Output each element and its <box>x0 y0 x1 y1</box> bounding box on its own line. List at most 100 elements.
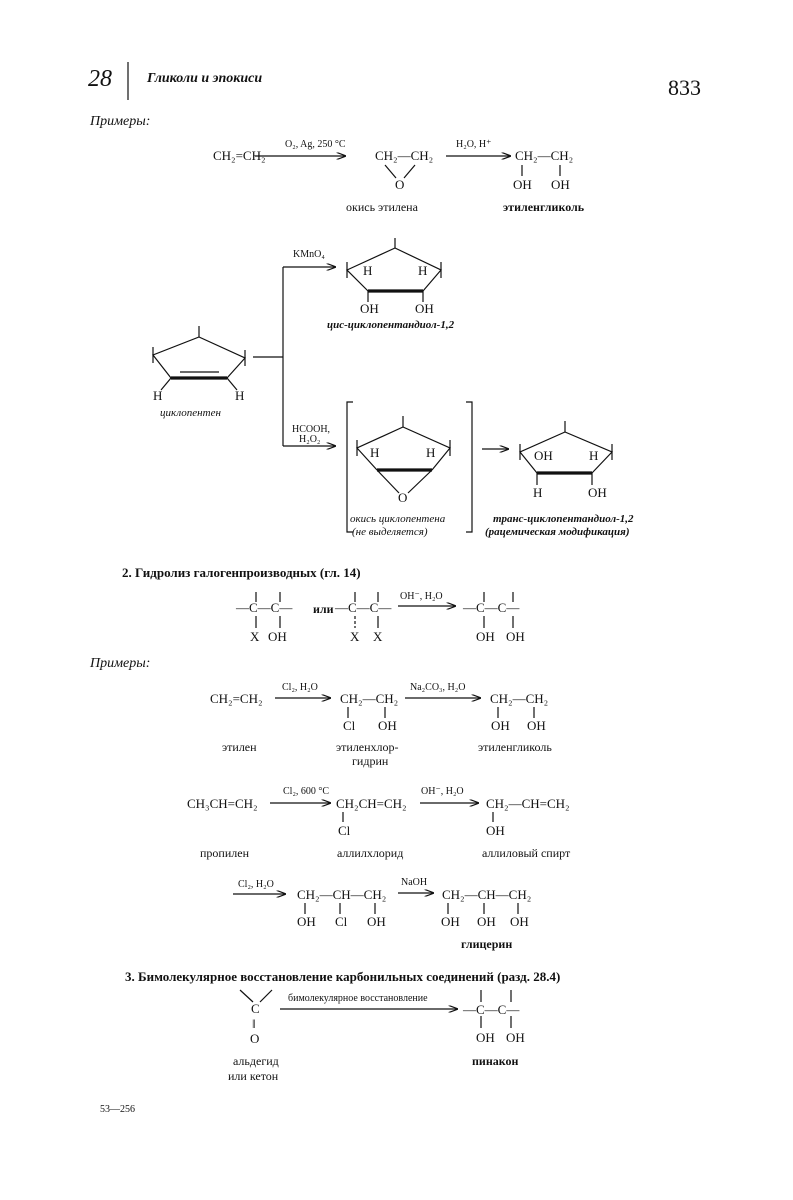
condition-label: NaOH <box>401 877 428 888</box>
formula: CH₂—CH₂ <box>490 691 549 706</box>
compound-name: аллиловый спирт <box>482 846 571 860</box>
condition-label: KMnO₄ <box>293 249 325 260</box>
condition-label: HCOOH, <box>292 424 331 435</box>
compound-name: или кетон <box>228 1069 279 1083</box>
page-number: 833 <box>668 75 701 100</box>
epoxide-bond <box>376 469 400 494</box>
condition-label: OH⁻, H₂O <box>400 591 443 602</box>
compound-name: окись этилена <box>346 200 418 214</box>
atom-label: H <box>418 263 428 278</box>
atom-label: OH <box>527 718 546 733</box>
compound-name: этиленгликоль <box>503 200 585 214</box>
formula: CH₂—CH—CH₂ <box>297 887 387 902</box>
condition-label: Cl₂, H₂O <box>238 879 274 890</box>
formula: O <box>395 177 405 192</box>
formula: —C—C— <box>463 600 520 615</box>
formula: CH₂CH=CH₂ <box>336 796 407 811</box>
compound-name: окись циклопентена <box>350 513 446 525</box>
epoxide-bond <box>403 164 416 179</box>
compound-name: транс-циклопентандиол-1,2 <box>493 513 634 525</box>
compound-name: аллилхлорид <box>337 846 404 860</box>
compound-name: альдегид <box>233 1054 279 1068</box>
atom-label: OH <box>510 914 529 929</box>
atom-label: C <box>251 1001 260 1016</box>
chapter-number: 28 <box>88 66 112 92</box>
compound-name: гидрин <box>352 754 389 768</box>
bracket-left <box>346 401 353 533</box>
compound-name: пропилен <box>200 846 250 860</box>
compound-note: (не выделяется) <box>352 526 428 538</box>
compound-name: этилен <box>222 740 257 754</box>
compound-name: этиленгликоль <box>478 740 552 754</box>
formula: —C—C— <box>236 600 293 615</box>
compound-name: пинакон <box>472 1054 519 1068</box>
compound-name: цис-циклопентандиол-1,2 <box>327 319 455 331</box>
condition-label: O₂, Ag, 250 °C <box>285 139 346 150</box>
atom-label: OH <box>268 629 287 644</box>
condition-label: бимолекулярное восстановление <box>288 993 428 1004</box>
atom-label: H <box>153 388 163 403</box>
atom-label: OH <box>506 1030 525 1045</box>
atom-label: Cl <box>335 914 348 929</box>
atom-label: OH <box>378 718 397 733</box>
atom-label: OH <box>360 301 379 316</box>
formula: CH₂—CH=CH₂ <box>486 796 570 811</box>
atom-label: H <box>589 448 599 463</box>
atom-label: OH <box>297 914 316 929</box>
compound-note: (рацемическая модификация) <box>485 526 630 538</box>
condition-label: Na₂CO₃, H₂O <box>410 682 466 693</box>
atom-label: H <box>426 445 436 460</box>
examples-label: Примеры: <box>90 656 151 671</box>
compound-name: глицерин <box>461 937 513 951</box>
bond <box>259 989 273 1003</box>
bond <box>226 377 238 391</box>
conjunction: или <box>313 602 334 616</box>
atom-label: OH <box>476 629 495 644</box>
compound-name: этиленхлор- <box>336 740 399 754</box>
atom-label: O <box>250 1031 260 1046</box>
atom-label: OH <box>588 485 607 500</box>
atom-label: H <box>533 485 543 500</box>
atom-label: X <box>250 629 260 644</box>
printer-signature: 53—256 <box>100 1104 135 1115</box>
double-bond-mark: ‖ <box>252 1016 256 1031</box>
atom-label: OH <box>534 448 553 463</box>
atom-label: OH <box>506 629 525 644</box>
epoxide-bond <box>384 164 397 179</box>
condition-label: H₂O₂ <box>299 434 321 445</box>
chapter-title: Гликоли и эпокиси <box>147 71 263 86</box>
formula: OH <box>551 177 570 192</box>
section-heading: 3. Бимолекулярное восстановление карбони… <box>125 969 561 984</box>
formula: CH₂—CH₂ <box>375 148 434 163</box>
bond <box>239 989 254 1003</box>
formula: CH₂—CH₂ <box>340 691 399 706</box>
formula: OH <box>513 177 532 192</box>
atom-label: OH <box>491 718 510 733</box>
atom-label: Cl <box>343 718 356 733</box>
atom-label: H <box>363 263 373 278</box>
atom-label: OH <box>486 823 505 838</box>
section-heading: 2. Гидролиз галогенпроизводных (гл. 14) <box>122 565 361 580</box>
epoxide-bond <box>407 469 433 494</box>
formula: —C—C— <box>463 1002 520 1017</box>
formula: CH₃CH=CH₂ <box>187 796 258 811</box>
bracket-right <box>466 401 473 533</box>
formula: —C—C— <box>335 600 392 615</box>
formula: CH₂=CH₂ <box>213 148 266 163</box>
condition-label: OH⁻, H₂O <box>421 786 464 797</box>
formula: CH₂=CH₂ <box>210 691 263 706</box>
condition-label: Cl₂, H₂O <box>282 682 318 693</box>
condition-label: H₂O, H⁺ <box>456 139 492 150</box>
formula: CH₂—CH₂ <box>515 148 574 163</box>
condition-label: Cl₂, 600 °C <box>283 786 330 797</box>
compound-name: циклопентен <box>160 407 221 419</box>
atom-label: OH <box>477 914 496 929</box>
atom-label: X <box>373 629 383 644</box>
atom-label: OH <box>415 301 434 316</box>
atom-label: Cl <box>338 823 351 838</box>
bond <box>160 377 172 391</box>
atom-label: H <box>370 445 380 460</box>
atom-label: O <box>398 490 408 505</box>
